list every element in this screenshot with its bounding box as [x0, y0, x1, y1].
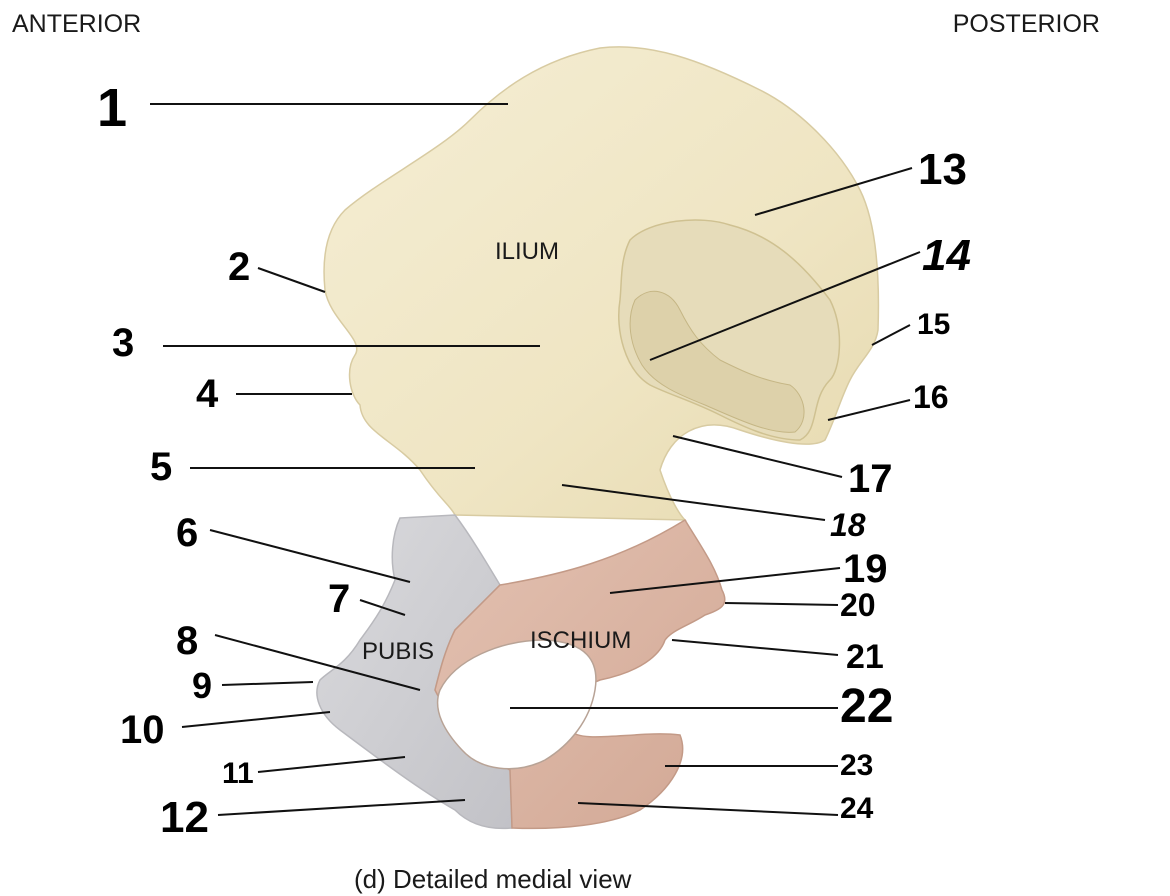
leader-7: [359, 599, 406, 616]
leader-15: [871, 324, 911, 346]
label-7: 7: [328, 577, 350, 621]
leader-lines: [150, 103, 921, 816]
label-17: 17: [848, 457, 893, 501]
label-3: 3: [112, 321, 134, 365]
label-13: 13: [918, 145, 967, 194]
label-16: 16: [913, 379, 949, 415]
leader-9: [221, 681, 314, 686]
posterior-label: POSTERIOR: [953, 10, 1100, 38]
region-pubis: PUBIS: [362, 638, 434, 665]
label-19: 19: [843, 547, 888, 591]
label-20: 20: [840, 587, 876, 623]
label-23: 23: [840, 749, 873, 782]
leader-24: [577, 802, 839, 816]
label-9: 9: [192, 665, 212, 706]
leader-12: [217, 799, 466, 816]
leader-18: [561, 484, 826, 521]
leader-10: [181, 711, 331, 728]
label-2: 2: [228, 245, 250, 289]
leader-11: [257, 756, 406, 773]
label-12: 12: [160, 793, 209, 842]
leader-8: [214, 634, 421, 691]
leader-17: [672, 435, 843, 478]
leader-20: [724, 602, 839, 606]
leader-16: [827, 399, 911, 421]
leader-2: [257, 267, 326, 293]
auricular-inner: [629, 290, 805, 433]
obturator-foramen: [436, 639, 597, 770]
label-18: 18: [830, 507, 866, 543]
number-labels: 1 2 3 4 5 6 7 8 9 10 11 12 13 14 15 16 1…: [97, 78, 971, 842]
anterior-label: ANTERIOR: [12, 10, 141, 38]
leader-21: [671, 639, 839, 656]
label-1: 1: [97, 78, 127, 138]
label-24: 24: [840, 792, 874, 825]
leader-6: [209, 529, 411, 583]
label-10: 10: [120, 708, 165, 752]
leader-19: [609, 567, 841, 594]
label-11: 11: [222, 757, 254, 790]
label-14: 14: [922, 231, 971, 280]
label-4: 4: [196, 372, 219, 416]
label-5: 5: [150, 445, 172, 489]
label-22: 22: [840, 680, 893, 733]
label-15: 15: [917, 308, 950, 341]
region-ischium: ISCHIUM: [530, 627, 631, 654]
label-21: 21: [846, 638, 884, 676]
figure-caption: (d) Detailed medial view: [354, 864, 632, 894]
label-6: 6: [176, 511, 198, 555]
leader-13: [754, 167, 913, 216]
leader-14: [649, 251, 921, 361]
label-8: 8: [176, 619, 198, 663]
region-ilium: ILIUM: [495, 238, 559, 265]
